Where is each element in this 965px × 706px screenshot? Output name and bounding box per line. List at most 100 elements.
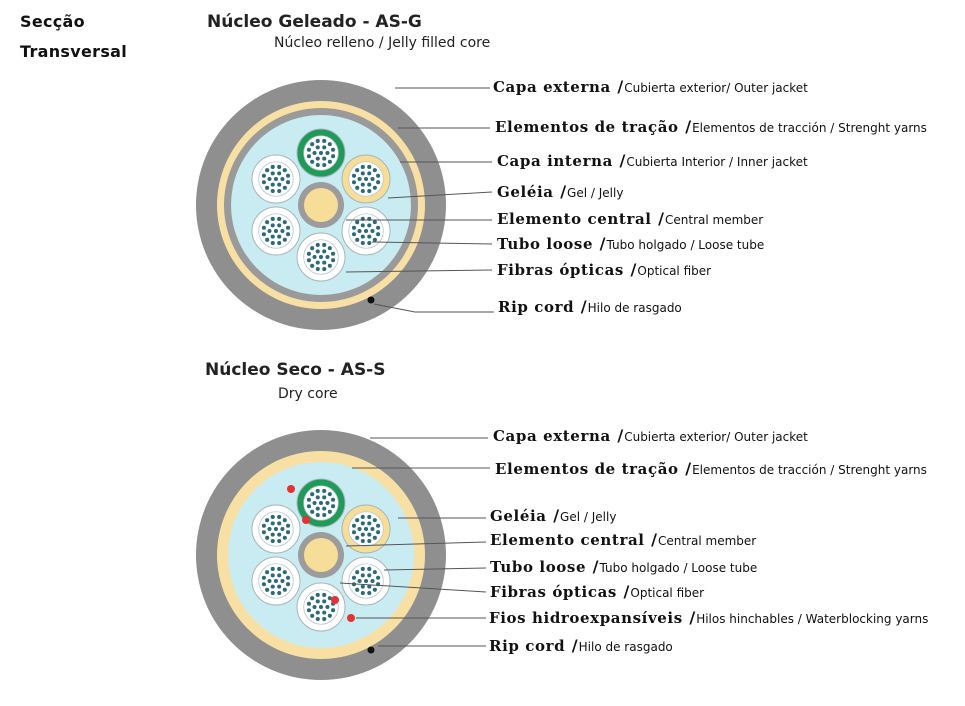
optical-fiber <box>282 220 287 225</box>
optical-fiber <box>351 523 357 528</box>
optical-fiber <box>322 249 327 254</box>
label-translation: Central member <box>665 213 764 227</box>
label-pt: Geléia <box>490 507 547 525</box>
optical-fiber <box>363 578 369 584</box>
leader-lines <box>339 87 494 647</box>
label-separator: / <box>575 297 587 316</box>
optical-fiber <box>306 251 311 256</box>
optical-fiber <box>270 182 275 187</box>
optical-fiber <box>315 617 320 622</box>
optical-fiber <box>270 189 275 194</box>
optical-fiber <box>327 613 332 618</box>
waterblocking-yarn <box>331 596 339 604</box>
label-translation: Tubo holgado / Loose tube <box>599 561 758 575</box>
leader-line <box>345 269 493 273</box>
optical-fiber <box>363 228 369 234</box>
optical-fiber <box>277 223 282 228</box>
optical-fiber <box>310 509 315 514</box>
optical-fiber <box>277 532 282 537</box>
optical-fiber <box>355 220 360 225</box>
optical-fiber <box>270 164 275 169</box>
optical-fiber <box>315 488 320 493</box>
optical-fiber <box>357 176 362 182</box>
optical-fiber <box>357 228 362 234</box>
optical-fiber <box>270 566 275 571</box>
optical-fiber <box>310 492 315 497</box>
label-row: Capa interna /Cubierta Interior / Inner … <box>497 152 808 171</box>
optical-fiber <box>265 168 270 173</box>
label-row: Fios hidroexpansíveis /Hilos hinchables … <box>489 609 928 628</box>
optical-fiber <box>376 523 381 528</box>
optical-fiber <box>360 182 365 187</box>
optical-fiber <box>327 509 332 514</box>
label-row: Tubo loose /Tubo holgado / Loose tube <box>490 558 757 577</box>
optical-fiber <box>277 573 282 578</box>
label-pt: Fios hidroexpansíveis <box>489 609 683 627</box>
optical-fiber <box>282 535 287 540</box>
optical-fiber <box>322 242 327 247</box>
leader-line <box>339 582 487 593</box>
label-pt: Fibras ópticas <box>490 583 617 601</box>
optical-fiber <box>376 225 381 230</box>
optical-fiber <box>327 596 332 601</box>
optical-fiber <box>306 608 311 613</box>
leader-line <box>383 567 487 571</box>
central-member <box>304 538 338 572</box>
optical-fiber <box>261 530 266 535</box>
optical-fiber <box>261 582 266 587</box>
optical-fiber <box>331 504 336 509</box>
optical-fiber <box>322 506 327 511</box>
optical-fiber <box>355 185 360 190</box>
optical-fiber <box>372 220 377 225</box>
label-pt: Rip cord <box>498 298 575 316</box>
label-separator: / <box>594 234 606 253</box>
label-row: Fibras ópticas /Optical fiber <box>490 583 704 602</box>
leader-line <box>387 191 493 199</box>
optical-fiber <box>325 604 330 610</box>
section-1-subtitle: Núcleo relleno / Jelly filled core <box>274 35 491 51</box>
central-member <box>304 188 338 222</box>
optical-fiber <box>285 173 291 178</box>
optical-fiber <box>327 159 332 164</box>
label-translation: Hilo de rasgado <box>578 640 673 654</box>
optical-fiber <box>270 241 275 246</box>
optical-fiber <box>357 526 362 532</box>
optical-fiber <box>282 587 287 592</box>
optical-fiber <box>282 168 287 173</box>
optical-fiber <box>367 223 372 228</box>
optical-fiber <box>277 182 282 187</box>
optical-fiber <box>370 578 375 584</box>
optical-fiber <box>285 582 291 587</box>
optical-fiber <box>322 610 327 615</box>
optical-fiber <box>360 164 365 169</box>
optical-fiber <box>285 523 291 528</box>
optical-fiber <box>312 500 317 506</box>
optical-fiber <box>315 145 320 150</box>
optical-fiber <box>372 168 377 173</box>
label-pt: Fibras ópticas <box>497 261 624 279</box>
optical-fiber <box>265 185 270 190</box>
label-pt: Capa externa <box>493 78 611 96</box>
optical-fiber <box>360 514 365 519</box>
optical-fiber <box>277 189 282 194</box>
optical-fiber <box>367 573 372 578</box>
label-pt: Elemento central <box>490 531 645 549</box>
optical-fiber <box>367 584 372 589</box>
optical-fiber <box>277 584 282 589</box>
optical-fiber <box>273 578 279 584</box>
optical-fiber <box>285 575 291 580</box>
optical-fiber <box>312 150 317 156</box>
optical-fiber <box>310 613 315 618</box>
optical-fiber <box>285 180 291 185</box>
optical-fiber <box>376 575 381 580</box>
optical-fiber <box>372 185 377 190</box>
optical-fiber <box>270 223 275 228</box>
label-pt: Capa interna <box>497 152 613 170</box>
optical-fiber <box>360 171 365 176</box>
optical-fiber <box>312 254 317 260</box>
optical-fiber <box>327 263 332 268</box>
optical-fiber <box>331 497 336 502</box>
optical-fiber <box>306 147 311 152</box>
optical-fiber <box>367 514 372 519</box>
optical-fiber <box>273 228 279 234</box>
